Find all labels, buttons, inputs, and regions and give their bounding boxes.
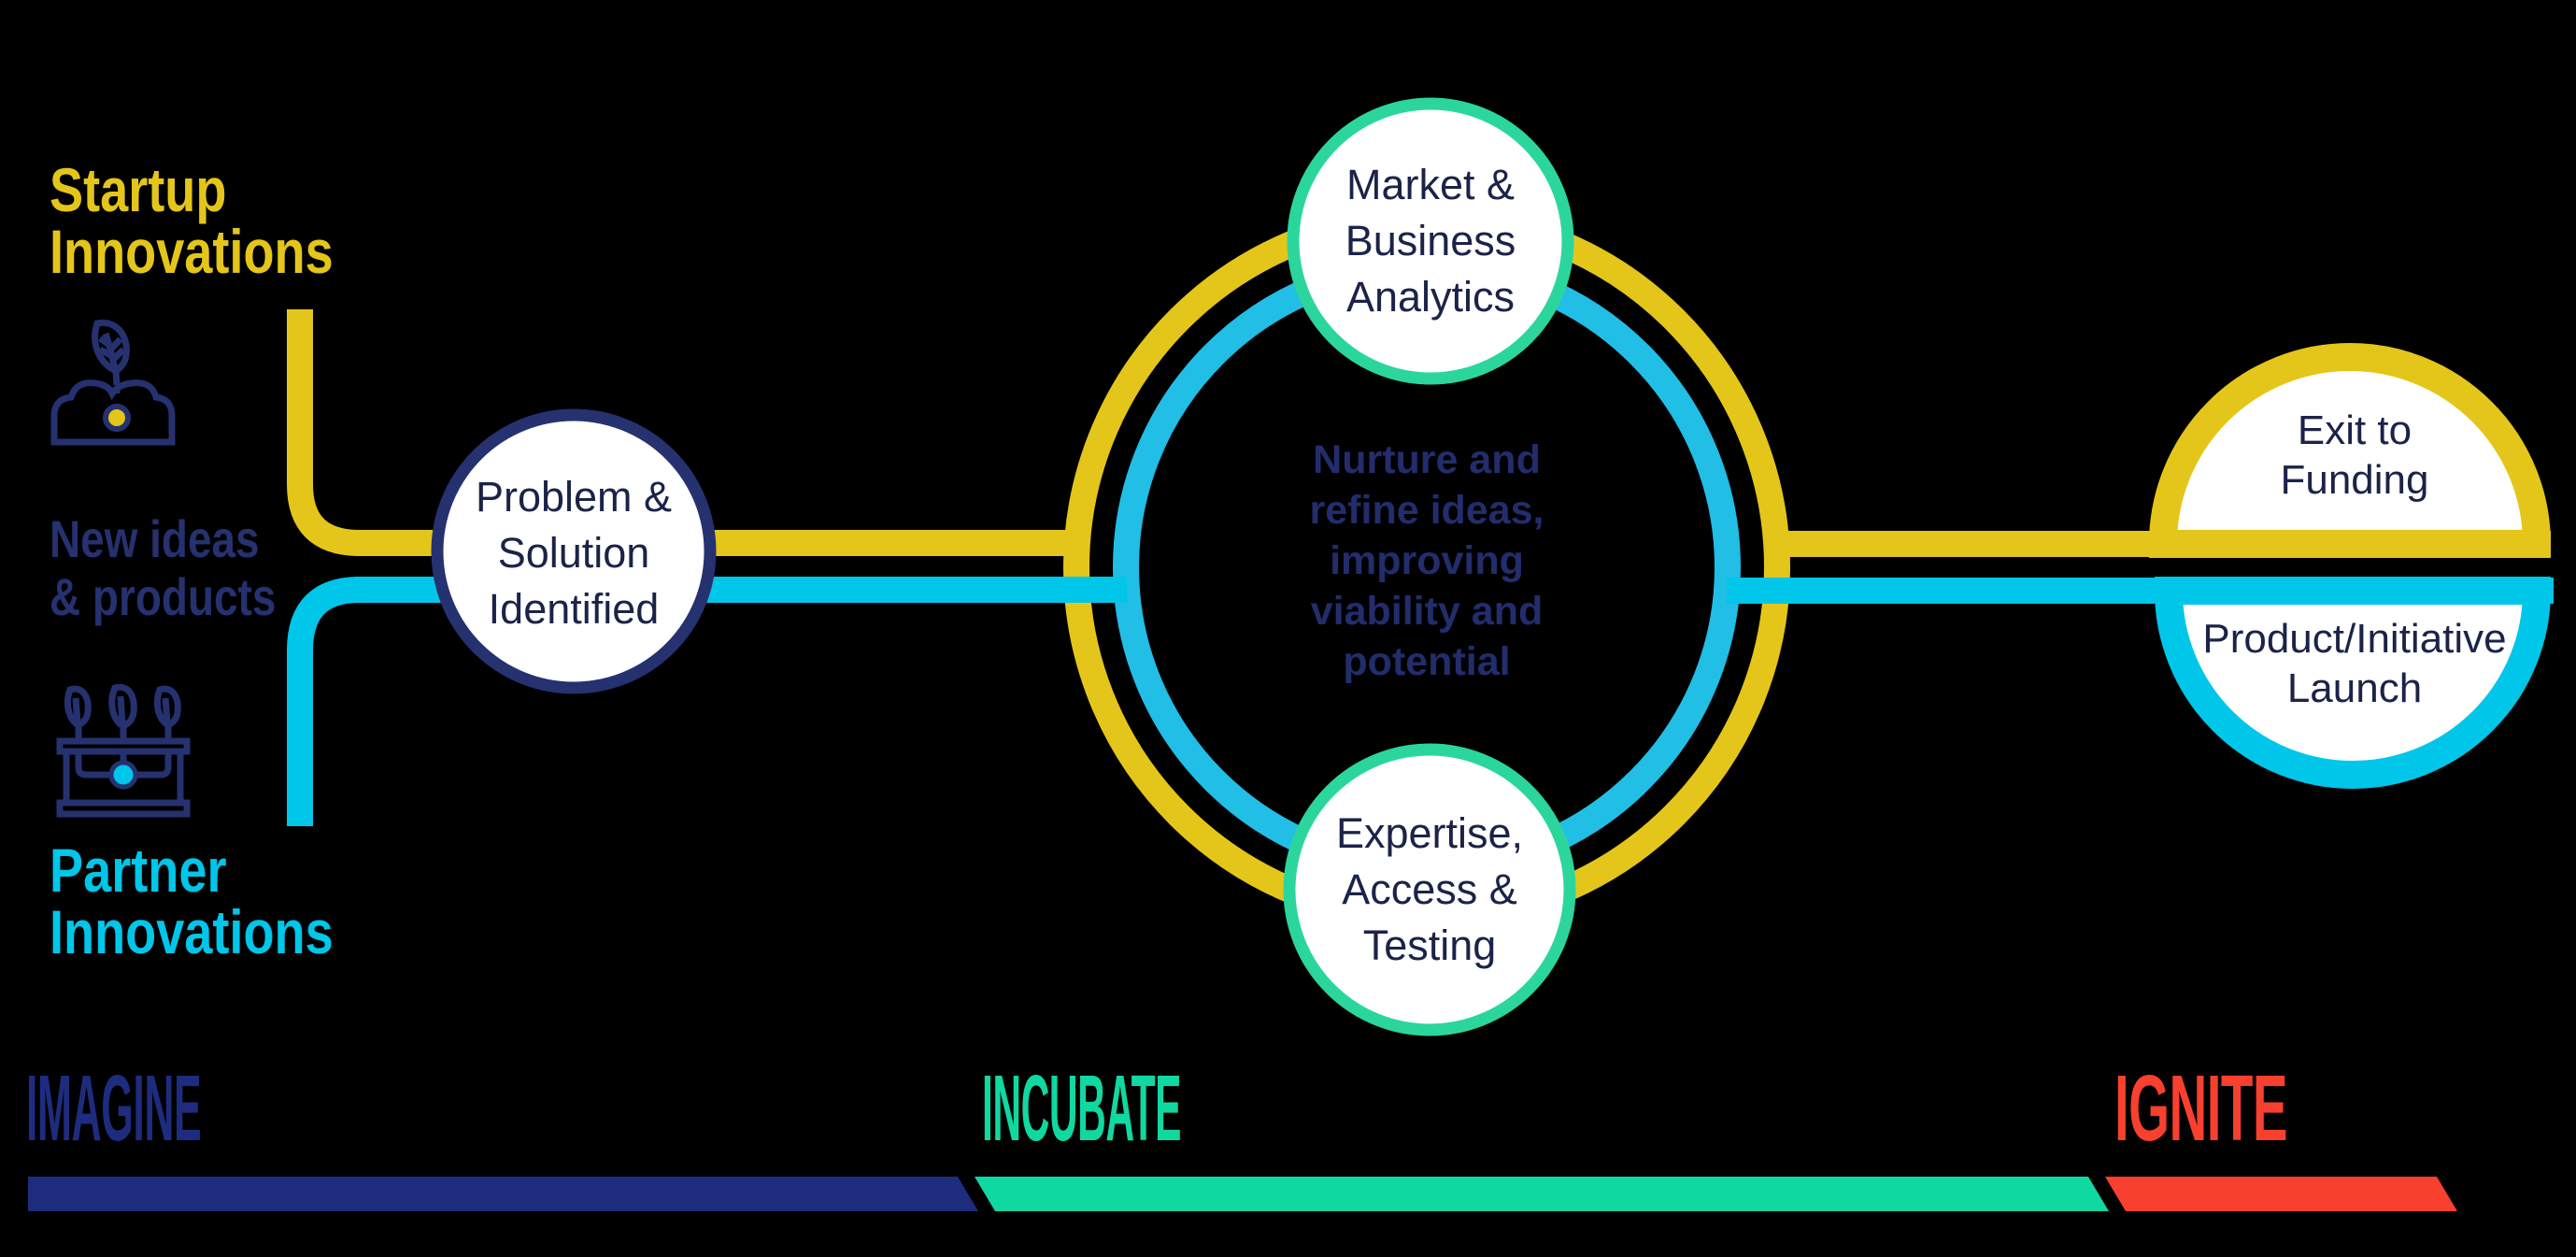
expertise-testing-text: Expertise, Access & Testing <box>1336 806 1523 974</box>
product-launch-text: Product/Initiative Launch <box>2202 614 2506 713</box>
new-ideas-label: New ideas & products <box>50 510 276 626</box>
startup-innovations-label: Startup Innovations <box>50 159 334 282</box>
market-line2: Business <box>1345 217 1516 264</box>
product-launch-line2: Launch <box>2286 665 2423 711</box>
market-line3: Analytics <box>1345 273 1516 321</box>
new-ideas-line2: & products <box>50 567 277 626</box>
partner-innovations-label: Partner Innovations <box>50 839 334 963</box>
nurture-line4: viability and <box>1310 589 1544 634</box>
stage-bar-incubate <box>975 1177 2109 1211</box>
market-analytics-circle <box>1287 97 1574 385</box>
partner-label-line1: Partner <box>50 836 227 905</box>
startup-label-line2: Innovations <box>50 217 334 286</box>
exit-funding-text: Exit to Funding <box>2280 406 2428 505</box>
nurture-line1: Nurture and <box>1313 437 1541 482</box>
problem-solution-text: Problem & Solution Identified <box>476 469 672 637</box>
stage-bar-ignite <box>2105 1177 2457 1211</box>
stage-bar-imagine <box>28 1177 978 1211</box>
nurture-line5: potential <box>1343 639 1511 684</box>
problem-line2: Solution <box>497 529 650 577</box>
problem-line1: Problem & <box>475 473 673 521</box>
market-analytics-text: Market & Business Analytics <box>1345 157 1516 325</box>
problem-line3: Identified <box>488 585 660 633</box>
nurture-line3: improving <box>1330 538 1524 583</box>
expertise-line1: Expertise, <box>1335 809 1524 857</box>
expertise-line3: Testing <box>1362 921 1497 969</box>
startup-flow-line <box>287 309 1077 556</box>
partner-label-line2: Innovations <box>50 897 334 966</box>
stage-label-imagine: IMAGINE <box>26 1056 202 1161</box>
exit-funding-line2: Funding <box>2280 457 2429 503</box>
nurture-line2: refine ideas, <box>1309 488 1544 533</box>
exit-funding-dome <box>2148 343 2552 558</box>
expertise-testing-circle <box>1283 743 1576 1036</box>
stage-label-ignite: IGNITE <box>2114 1056 2288 1161</box>
planter-icon <box>56 683 191 818</box>
partner-flow-line <box>287 577 1127 826</box>
expertise-line2: Access & <box>1342 865 1517 913</box>
product-launch-line1: Product/Initiative <box>2202 616 2507 662</box>
problem-solution-circle <box>431 408 717 694</box>
nurture-center-text: Nurture and refine ideas, improving viab… <box>1310 435 1544 687</box>
new-ideas-line1: New ideas <box>50 509 260 568</box>
product-launch-bowl <box>2154 577 2552 789</box>
seedling-icon <box>50 319 176 446</box>
stage-label-incubate: INCUBATE <box>982 1056 1182 1161</box>
exit-funding-line1: Exit to <box>2297 407 2412 453</box>
startup-label-line1: Startup <box>50 155 227 224</box>
market-line1: Market & <box>1345 161 1516 208</box>
